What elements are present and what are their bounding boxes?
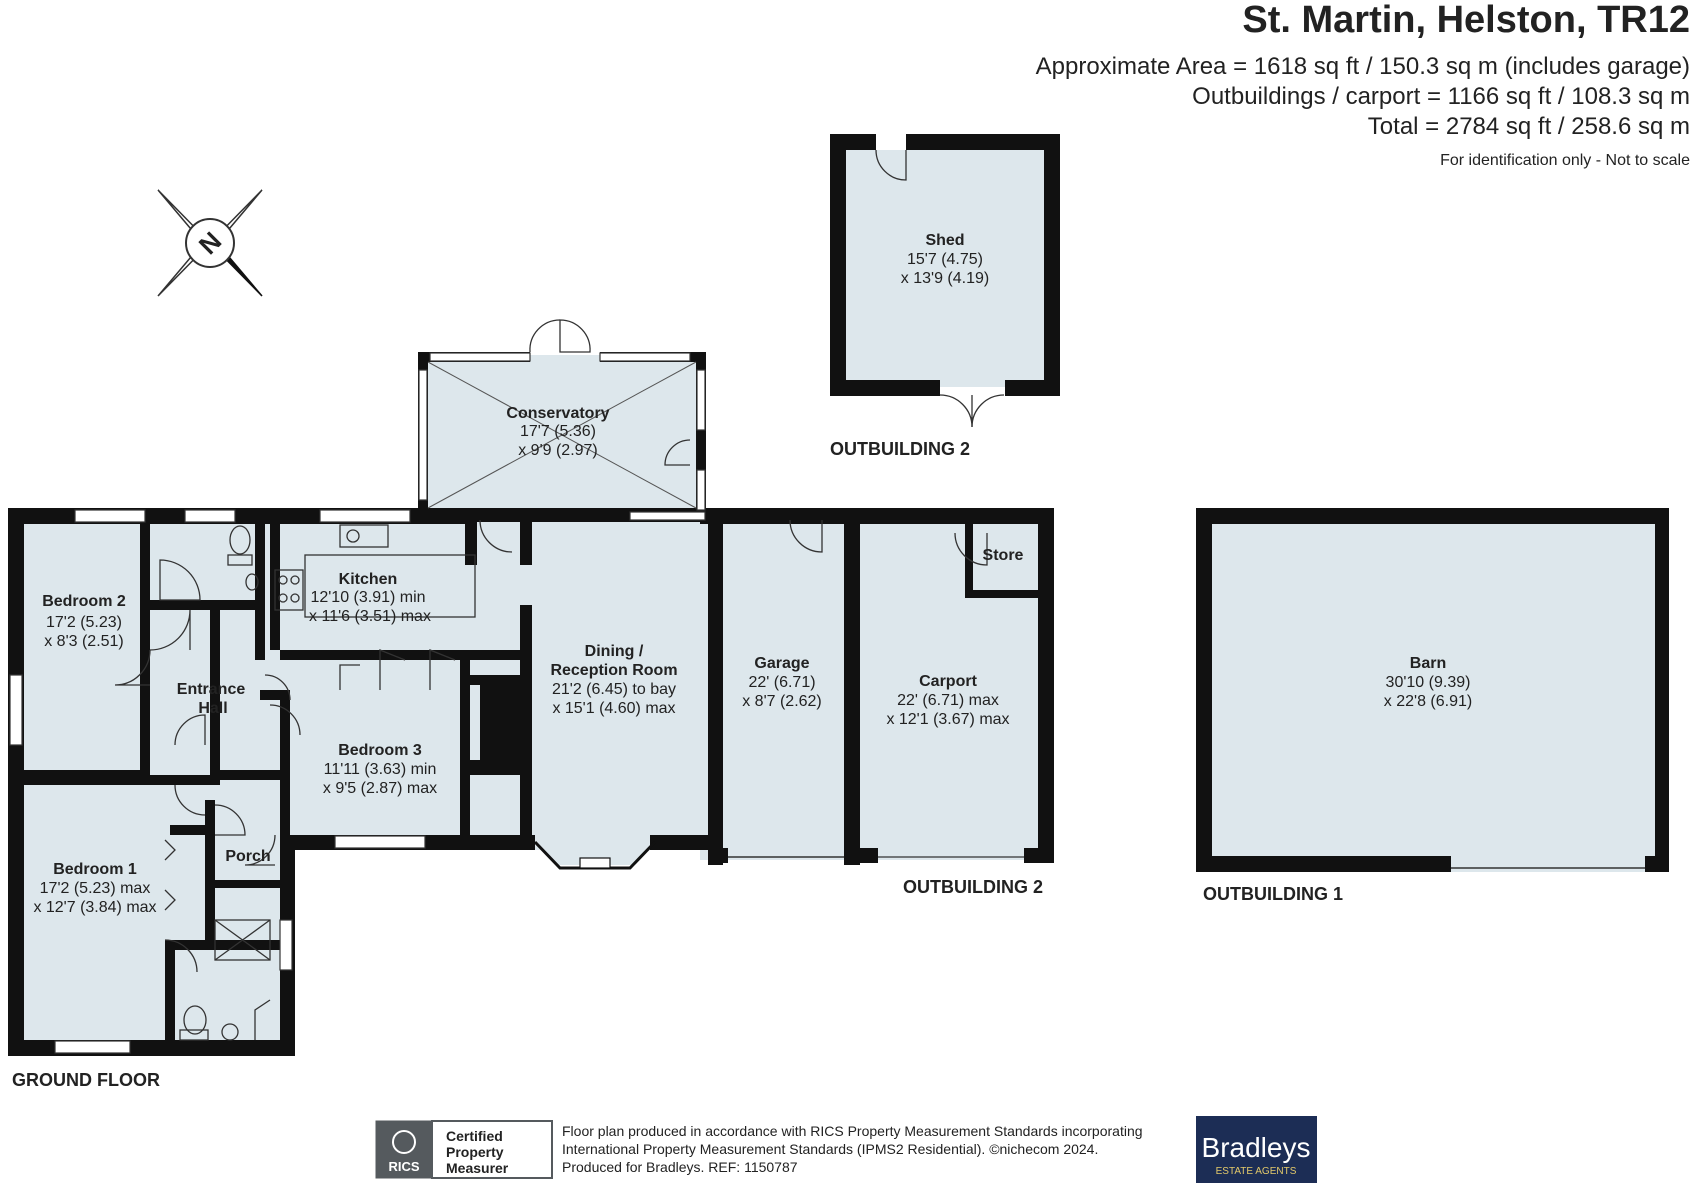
- room-name: Bedroom 3: [338, 742, 422, 759]
- area-line: Approximate Area = 1618 sq ft / 150.3 sq…: [1036, 53, 1690, 80]
- room-dim: x 8'3 (2.51): [44, 633, 124, 650]
- room-dim: 21'2 (6.45) to bay: [552, 681, 676, 698]
- room-name: Garage: [754, 655, 809, 672]
- room-dim: 17'7 (5.36): [520, 423, 596, 440]
- outbuilding2-top-label: OUTBUILDING 2: [830, 439, 970, 459]
- room-dim: x 15'1 (4.60) max: [552, 700, 675, 717]
- room-dim: x 11'6 (3.51) max: [309, 608, 431, 625]
- room-dim: 12'10 (3.91) min: [310, 589, 425, 606]
- room-bedroom2: Bedroom 2 17'2 (5.23) x 8'3 (2.51): [42, 593, 126, 650]
- room-dim: x 8'7 (2.62): [742, 693, 822, 710]
- room-entrance-hall: Entrance Hall: [177, 681, 246, 717]
- room-store: Store: [983, 547, 1024, 564]
- ensuite-toilet-icon: [183, 1005, 207, 1035]
- room-name: Hall: [198, 700, 227, 717]
- outbuilding2-bottom-label: OUTBUILDING 2: [903, 877, 1043, 897]
- rics-badge-text: RICS: [388, 1159, 419, 1174]
- room-dim: 17'2 (5.23) max: [40, 880, 151, 897]
- room-dim: x 22'8 (6.91): [1384, 693, 1472, 710]
- shed-floor: [832, 137, 1054, 387]
- room-kitchen: Kitchen 12'10 (3.91) min x 11'6 (3.51) m…: [309, 571, 431, 625]
- room-carport: Carport 22' (6.71) max x 12'1 (3.67) max: [886, 673, 1009, 728]
- room-dim: x 13'9 (4.19): [901, 270, 989, 287]
- total-line: Total = 2784 sq ft / 258.6 sq m: [1368, 113, 1690, 140]
- room-name: Conservatory: [506, 405, 609, 422]
- house-floor-fill: [10, 355, 1050, 1055]
- ground-floor-label: GROUND FLOOR: [12, 1070, 160, 1090]
- sink-icon: [339, 524, 389, 548]
- room-name: Barn: [1410, 655, 1446, 672]
- ensuite-basin-icon: [221, 1023, 239, 1041]
- bradleys-logo: Bradleys ESTATE AGENTS: [1196, 1116, 1317, 1183]
- shed-door-gap: [876, 134, 906, 150]
- room-bedroom3: Bedroom 3 11'11 (3.63) min x 9'5 (2.87) …: [323, 742, 437, 797]
- certified-line3: Measurer: [446, 1160, 509, 1176]
- basin-icon: [245, 573, 259, 591]
- room-name: Porch: [225, 848, 270, 865]
- room-porch: Porch: [225, 848, 270, 865]
- windows: [9, 352, 706, 1054]
- certified-line2: Property: [446, 1144, 504, 1160]
- door-swings: [114, 149, 1005, 973]
- shower-tray-icon: [214, 919, 271, 961]
- room-name: Entrance: [177, 681, 246, 698]
- bay-window: [533, 840, 657, 870]
- room-dim: 15'7 (4.75): [907, 251, 983, 268]
- room-conservatory: Conservatory 17'7 (5.36) x 9'9 (2.97): [506, 405, 609, 459]
- room-dim: x 12'7 (3.84) max: [33, 899, 156, 916]
- outbuildings-line: Outbuildings / carport = 1166 sq ft / 10…: [1192, 83, 1690, 110]
- room-name: Bedroom 2: [42, 593, 126, 610]
- outbuilding1-label: OUTBUILDING 1: [1203, 884, 1343, 904]
- disclaimer-text: For identification only - Not to scale: [1440, 152, 1690, 169]
- room-name: Dining /: [585, 643, 644, 660]
- room-barn: Barn 30'10 (9.39) x 22'8 (6.91): [1384, 655, 1472, 710]
- room-name: Bedroom 1: [53, 861, 137, 878]
- conservatory-roof-lines: [427, 361, 697, 509]
- notice-line2: International Property Measurement Stand…: [562, 1141, 1098, 1157]
- room-shed: Shed 15'7 (4.75) x 13'9 (4.19): [901, 232, 989, 287]
- room-dim: x 9'5 (2.87) max: [323, 780, 437, 797]
- rics-logo: RICS Certified Property Measurer: [375, 1120, 553, 1179]
- room-name: Store: [983, 547, 1024, 564]
- notice-line1: Floor plan produced in accordance with R…: [562, 1123, 1143, 1139]
- barn-floor: [1198, 512, 1663, 872]
- compass-icon: N: [157, 189, 263, 297]
- room-dim: 11'11 (3.63) min: [324, 761, 437, 778]
- room-name: Reception Room: [550, 662, 677, 679]
- toilet-icon: [229, 525, 251, 555]
- room-name: Shed: [925, 232, 964, 249]
- rics-emblem-icon: [392, 1130, 416, 1154]
- kitchen-fittings: [274, 524, 476, 690]
- room-dim: x 9'9 (2.97): [518, 442, 598, 459]
- bathroom-fittings: [159, 525, 271, 1041]
- hob-icon: [274, 569, 304, 611]
- notice-line3: Produced for Bradleys. REF: 1150787: [562, 1159, 798, 1175]
- certified-line1: Certified: [446, 1128, 503, 1144]
- room-dining-reception: Dining / Reception Room 21'2 (6.45) to b…: [550, 643, 677, 717]
- room-dim: 22' (6.71) max: [897, 692, 999, 709]
- room-dim: 17'2 (5.23): [46, 614, 122, 631]
- room-dim: 22' (6.71): [748, 674, 815, 691]
- agent-sub: ESTATE AGENTS: [1216, 1166, 1297, 1177]
- property-title: St. Martin, Helston, TR12: [1242, 0, 1690, 41]
- room-garage: Garage 22' (6.71) x 8'7 (2.62): [742, 655, 822, 710]
- room-dim: 30'10 (9.39): [1386, 674, 1471, 691]
- room-name: Kitchen: [339, 571, 398, 588]
- room-name: Carport: [919, 673, 977, 690]
- barn-walls: [1196, 508, 1669, 872]
- shower-icon: [159, 559, 201, 601]
- room-bedroom1: Bedroom 1 17'2 (5.23) max x 12'7 (3.84) …: [33, 861, 156, 916]
- room-dim: x 12'1 (3.67) max: [886, 711, 1009, 728]
- agent-name: Bradleys: [1202, 1132, 1311, 1163]
